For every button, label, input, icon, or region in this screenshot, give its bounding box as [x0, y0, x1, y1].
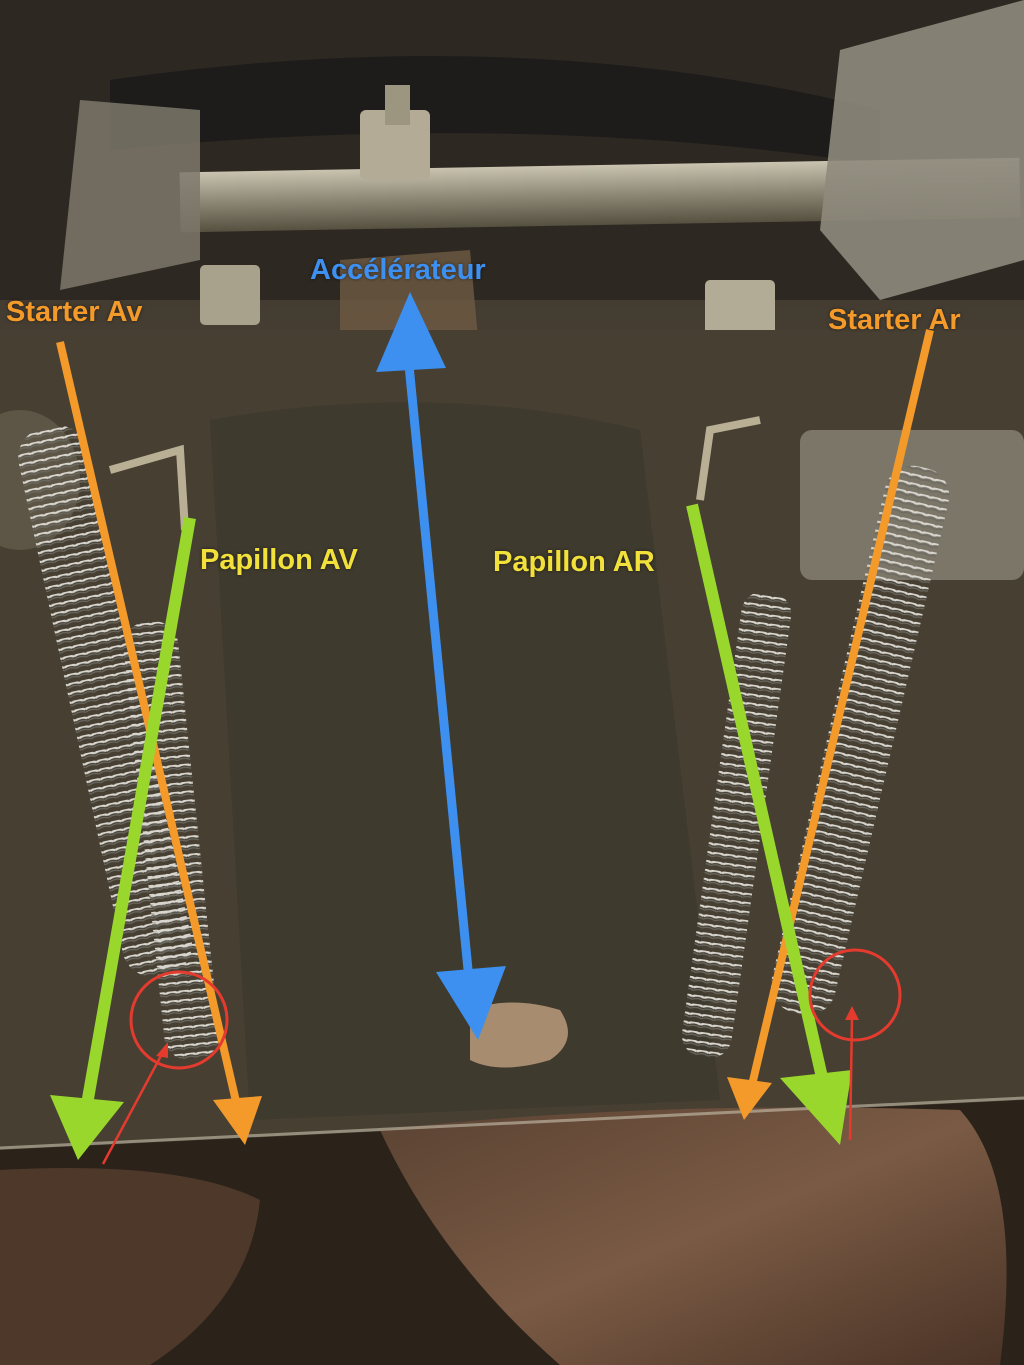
papillon-av-arrowhead [50, 1095, 124, 1160]
spring-right-a [681, 591, 792, 1059]
casting-channel [210, 402, 720, 1120]
starter-ar-arrowhead [727, 1077, 772, 1120]
marker-arrow-right [848, 1017, 854, 1141]
exhaust-left [0, 1168, 260, 1365]
accelerateur-arrowhead-top [376, 292, 446, 372]
starter-ar-line [748, 329, 934, 1086]
starter-av-arrowhead [213, 1096, 262, 1145]
label-starter-ar: Starter Ar [828, 304, 961, 336]
label-papillon-ar: Papillon AR [493, 546, 655, 578]
label-papillon-av: Papillon AV [200, 544, 358, 576]
marker-arrowhead-left [156, 1042, 168, 1058]
center-lever [340, 250, 490, 480]
accelerateur-arrowhead-bottom [436, 966, 506, 1040]
marker-arrowhead-right [845, 1006, 859, 1020]
left-nut [200, 265, 260, 325]
rust-hole [470, 1002, 568, 1068]
marker-arrow-left [101, 1051, 165, 1165]
accelerateur-line [403, 354, 475, 991]
edge-line [0, 1096, 1024, 1150]
hook-right [696, 416, 761, 501]
center-nut [360, 110, 430, 180]
marker-circle-left [129, 970, 229, 1070]
papillon-av-line [80, 516, 196, 1112]
right-nut [705, 280, 775, 340]
label-starter-av: Starter Av [6, 296, 143, 328]
marker-circle-right [808, 948, 902, 1042]
center-bolt [385, 85, 410, 125]
label-accelerateur: Accélérateur [310, 254, 486, 286]
hook-left [108, 444, 189, 531]
papillon-ar-arrowhead [780, 1070, 852, 1145]
papillon-ar-line [686, 503, 832, 1097]
exhaust-pipe [380, 1107, 1007, 1365]
spring-right-b [771, 465, 950, 1015]
bracket-right [820, 0, 1024, 300]
bracket-left [60, 100, 200, 290]
hose [110, 56, 880, 165]
